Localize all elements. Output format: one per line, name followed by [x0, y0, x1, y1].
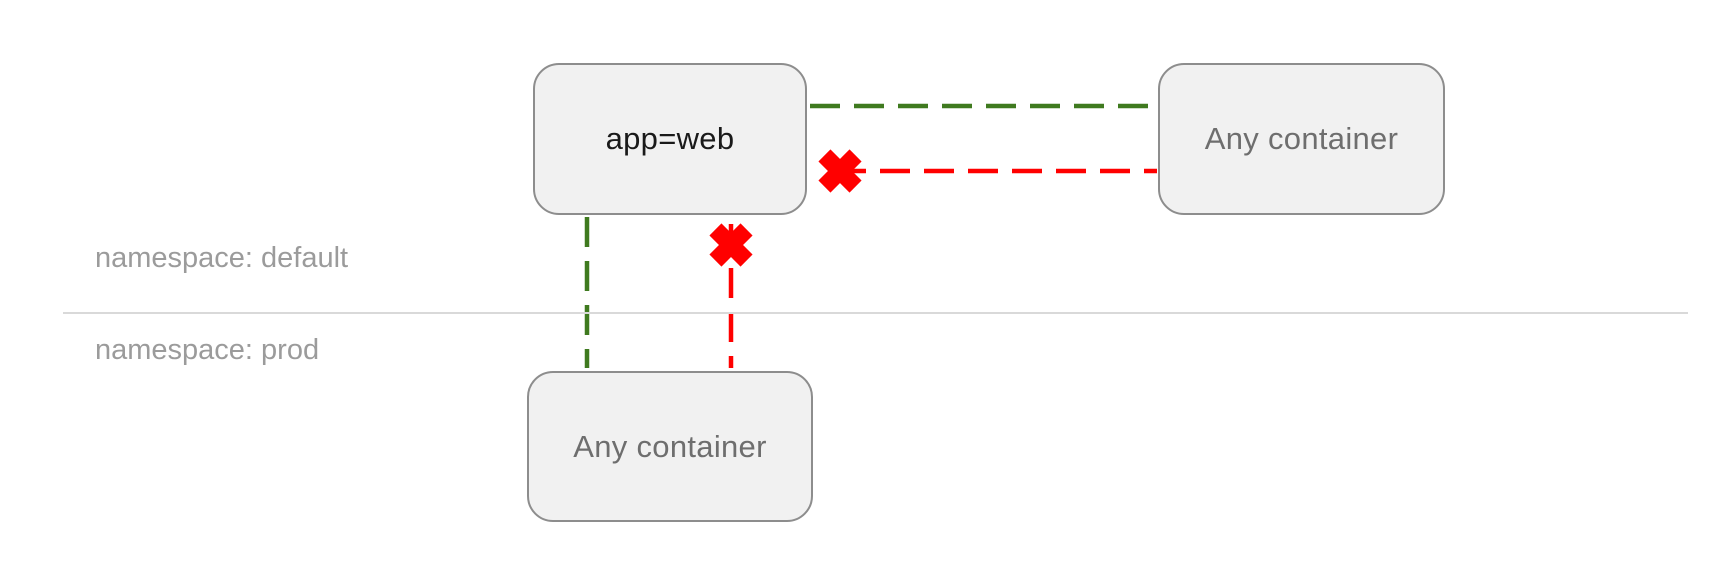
node-app-web: app=web	[533, 63, 807, 215]
namespace-label-default: namespace: default	[95, 242, 349, 274]
node-any-container-prod-label: Any container	[573, 428, 767, 464]
namespace-label-prod: namespace: prod	[95, 334, 320, 366]
node-any-container-default-label: Any container	[1204, 121, 1399, 156]
blocked-x-icon	[818, 149, 862, 193]
namespace-divider	[63, 312, 1688, 314]
blocked-x-icon	[709, 223, 753, 267]
node-any-container-prod: Any container	[527, 371, 813, 522]
node-app-web-label: app=web	[605, 121, 735, 156]
node-any-container-default: Any container	[1158, 63, 1445, 215]
